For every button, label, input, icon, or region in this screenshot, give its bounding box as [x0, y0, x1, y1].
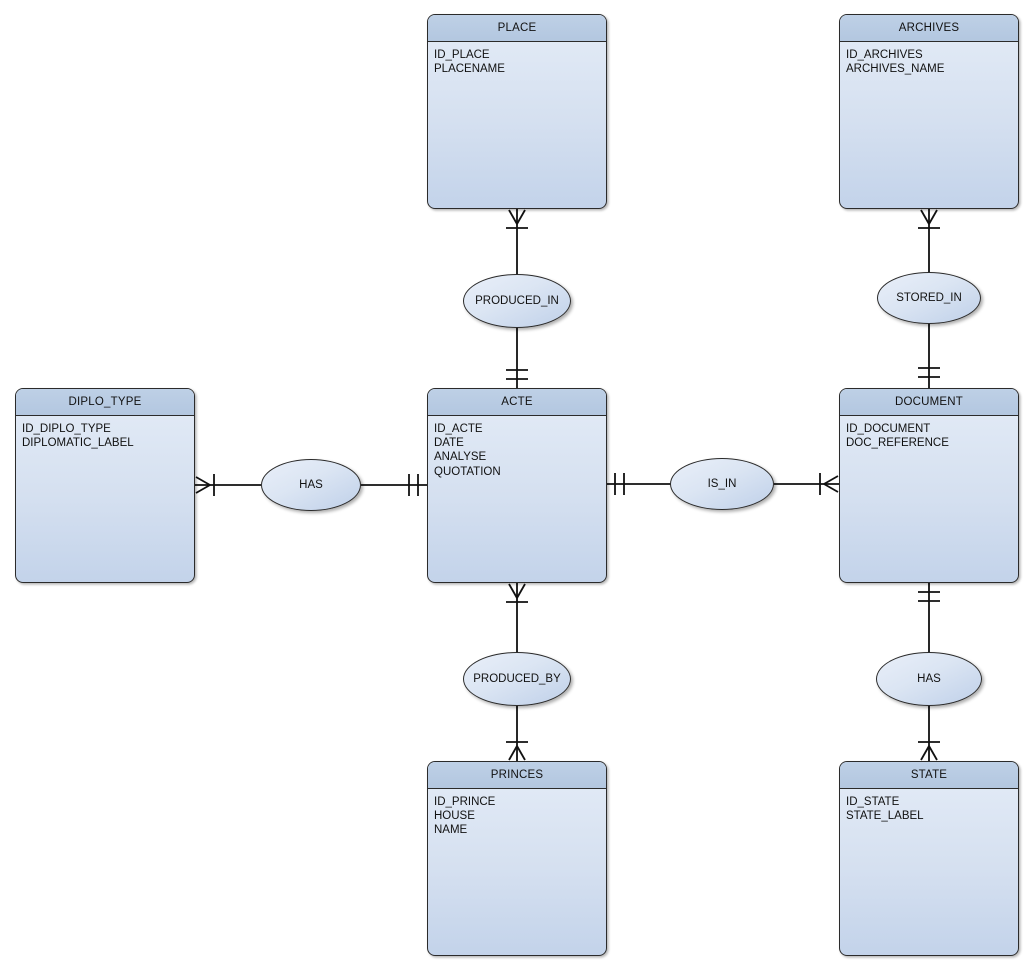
entity-princes[interactable]: PRINCES ID_PRINCE HOUSE NAME	[427, 761, 607, 956]
attribute: DIPLOMATIC_LABEL	[22, 437, 134, 450]
relationship-produced-by[interactable]: PRODUCED_BY	[463, 652, 571, 706]
attribute: NAME	[434, 824, 468, 837]
attribute: ID_STATE	[846, 796, 900, 808]
relationship-is-in[interactable]: IS_IN	[670, 458, 774, 510]
entity-acte-title: ACTE	[428, 389, 606, 416]
crowsfoot-princes-top	[506, 741, 528, 761]
entity-state-title: STATE	[840, 762, 1018, 789]
entity-princes-attributes: ID_PRINCE HOUSE NAME	[428, 789, 606, 838]
entity-princes-title: PRINCES	[428, 762, 606, 789]
attribute: ID_PLACE	[434, 49, 490, 61]
entity-document-title: DOCUMENT	[840, 389, 1018, 416]
crowsfoot-archives-bottom	[918, 209, 940, 229]
attribute: STATE_LABEL	[846, 810, 924, 823]
attribute: ARCHIVES_NAME	[846, 63, 945, 76]
entity-place[interactable]: PLACE ID_PLACE PLACENAME	[427, 14, 607, 209]
attribute: PLACENAME	[434, 63, 505, 76]
attribute: ID_PRINCE	[434, 796, 496, 808]
crowsfoot-state-top	[918, 741, 940, 761]
attribute: DOC_REFERENCE	[846, 437, 949, 450]
attribute: DATE	[434, 437, 464, 450]
entity-archives-title: ARCHIVES	[840, 15, 1018, 42]
attribute: ID_ARCHIVES	[846, 49, 923, 61]
entity-archives[interactable]: ARCHIVES ID_ARCHIVES ARCHIVES_NAME	[839, 14, 1019, 209]
attribute: ID_DOCUMENT	[846, 423, 931, 435]
attribute: HOUSE	[434, 810, 475, 823]
relationship-produced-in[interactable]: PRODUCED_IN	[463, 274, 571, 328]
attribute: ANALYSE	[434, 451, 487, 464]
cardinality-acte-top	[506, 369, 528, 380]
entity-state[interactable]: STATE ID_STATE STATE_LABEL	[839, 761, 1019, 956]
attribute: QUOTATION	[434, 465, 501, 478]
cardinality-acte-left	[408, 474, 419, 496]
cardinality-document-bottom	[918, 591, 940, 602]
entity-place-title: PLACE	[428, 15, 606, 42]
crowsfoot-place-bottom	[506, 209, 528, 229]
entity-place-attributes: ID_PLACE PLACENAME	[428, 42, 606, 76]
crowsfoot-document-left	[819, 473, 839, 495]
crowsfoot-acte-bottom	[506, 583, 528, 603]
cardinality-acte-right	[614, 473, 625, 495]
entity-acte-attributes: ID_ACTE DATE ANALYSE QUOTATION	[428, 416, 606, 479]
relationship-stored-in[interactable]: STORED_IN	[877, 272, 981, 324]
entity-document-attributes: ID_DOCUMENT DOC_REFERENCE	[840, 416, 1018, 450]
entity-diplo-type-attributes: ID_DIPLO_TYPE DIPLOMATIC_LABEL	[16, 416, 194, 450]
relationship-has-state[interactable]: HAS	[876, 652, 982, 706]
attribute: ID_DIPLO_TYPE	[22, 423, 111, 435]
entity-acte[interactable]: ACTE ID_ACTE DATE ANALYSE QUOTATION	[427, 388, 607, 583]
attribute: ID_ACTE	[434, 423, 483, 435]
entity-state-attributes: ID_STATE STATE_LABEL	[840, 789, 1018, 823]
crowsfoot-diplotype-right	[195, 474, 215, 496]
entity-document[interactable]: DOCUMENT ID_DOCUMENT DOC_REFERENCE	[839, 388, 1019, 583]
cardinality-document-top	[918, 367, 940, 378]
relationship-has-diplo-type[interactable]: HAS	[261, 459, 361, 511]
entity-diplo-type-title: DIPLO_TYPE	[16, 389, 194, 416]
entity-archives-attributes: ID_ARCHIVES ARCHIVES_NAME	[840, 42, 1018, 76]
entity-diplo-type[interactable]: DIPLO_TYPE ID_DIPLO_TYPE DIPLOMATIC_LABE…	[15, 388, 195, 583]
